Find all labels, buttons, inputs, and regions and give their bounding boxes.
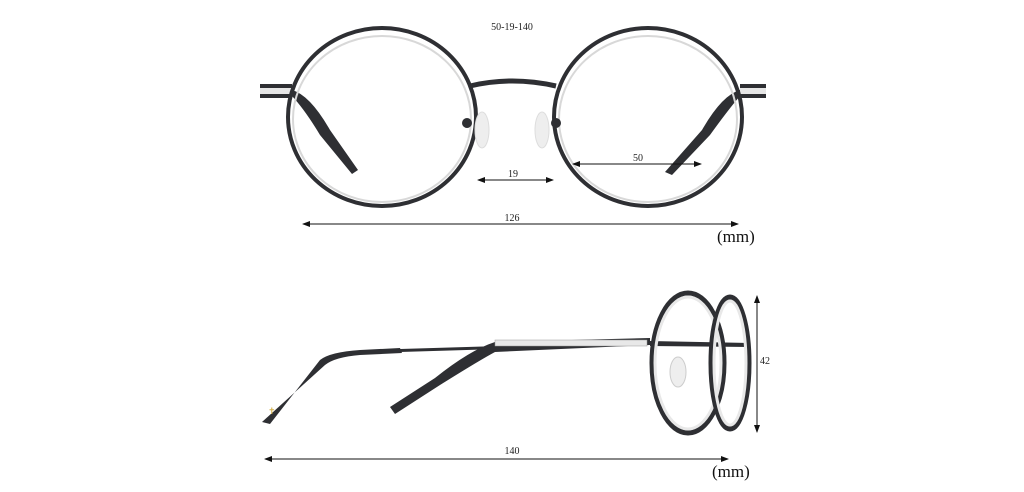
left-lens-rim — [286, 26, 478, 208]
temple-length-label: 140 — [505, 446, 520, 457]
temple-tip-logo: ✝ — [268, 407, 276, 417]
frame-width-label: 126 — [505, 213, 520, 224]
far-lens-rim-side — [708, 294, 752, 432]
right-lens-rim — [552, 26, 744, 208]
size-code-label: 50-19-140 — [491, 22, 533, 33]
front-unit-label: (mm) — [717, 227, 755, 246]
nose-pads — [462, 111, 561, 149]
lens-width-label: 50 — [633, 153, 643, 164]
lens-height-label: 42 — [760, 356, 770, 367]
right-temple-front — [665, 84, 766, 175]
front-view-glasses — [260, 26, 766, 208]
left-temple-front — [260, 84, 358, 174]
bridge — [469, 78, 557, 89]
side-unit-label: (mm) — [712, 462, 750, 481]
far-temple — [262, 348, 402, 424]
side-view-glasses: ✝ — [262, 290, 752, 436]
bridge-width-label: 19 — [508, 169, 518, 180]
near-lens-rim-side — [649, 290, 727, 436]
nose-pad-side — [669, 356, 687, 388]
